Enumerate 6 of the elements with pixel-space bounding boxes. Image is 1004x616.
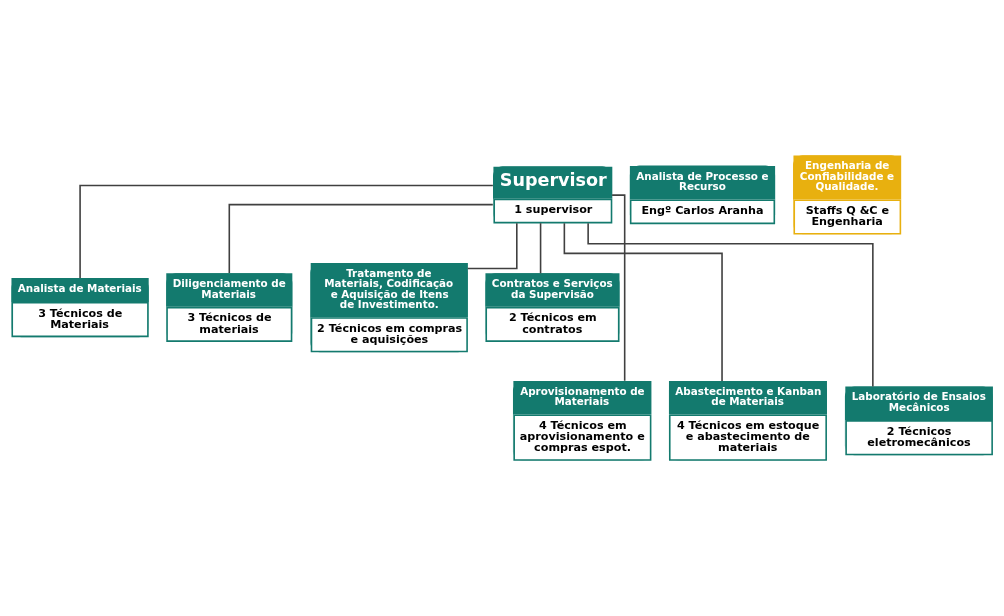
connector	[563, 222, 723, 382]
connector	[539, 222, 542, 275]
connector	[587, 222, 874, 388]
connector	[228, 203, 494, 274]
connector	[79, 184, 494, 279]
connector	[466, 222, 518, 270]
